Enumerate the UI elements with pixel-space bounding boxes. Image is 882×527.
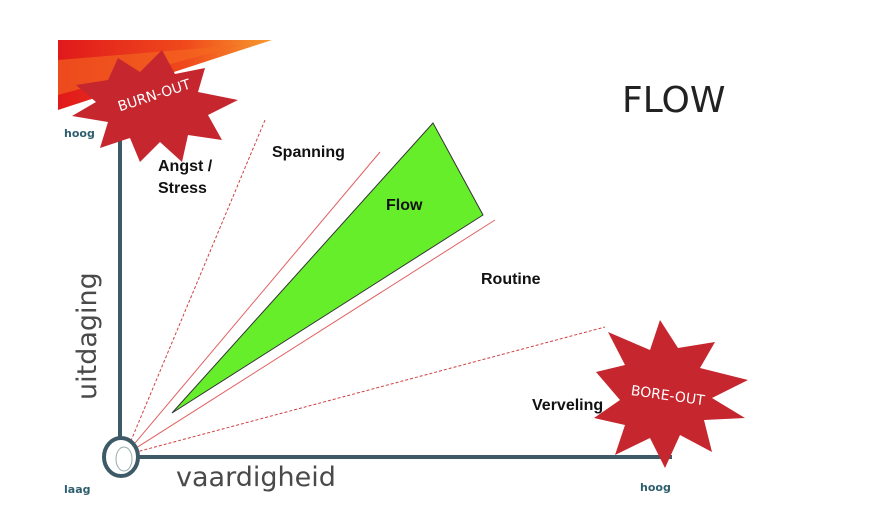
page-title: FLOW xyxy=(622,80,726,121)
zone-label-angst: Angst / xyxy=(158,158,213,175)
zone-label-stress: Stress xyxy=(158,180,207,197)
zone-label-spanning: Spanning xyxy=(272,144,345,161)
guide-line-routine xyxy=(124,219,496,456)
guide-line-angst xyxy=(124,119,266,456)
x-axis-label: vaardigheid xyxy=(176,462,336,493)
zone-label-routine: Routine xyxy=(481,271,541,288)
x-axis-high-label: hoog xyxy=(640,481,671,494)
guide-line-verveling xyxy=(124,326,606,456)
y-axis-high-label: hoog xyxy=(64,127,95,140)
y-axis-label: uitdaging xyxy=(72,272,103,400)
boreout-burst xyxy=(594,320,748,468)
origin-inner xyxy=(115,446,133,472)
burnout-burst xyxy=(72,50,238,162)
zone-label-verveling: Verveling xyxy=(532,397,604,414)
guide-line-spanning xyxy=(124,151,381,456)
x-axis-low-label: laag xyxy=(64,483,91,496)
zone-label-flow: Flow xyxy=(386,197,423,214)
origin-circle xyxy=(102,436,140,478)
flow-zone xyxy=(171,122,484,414)
